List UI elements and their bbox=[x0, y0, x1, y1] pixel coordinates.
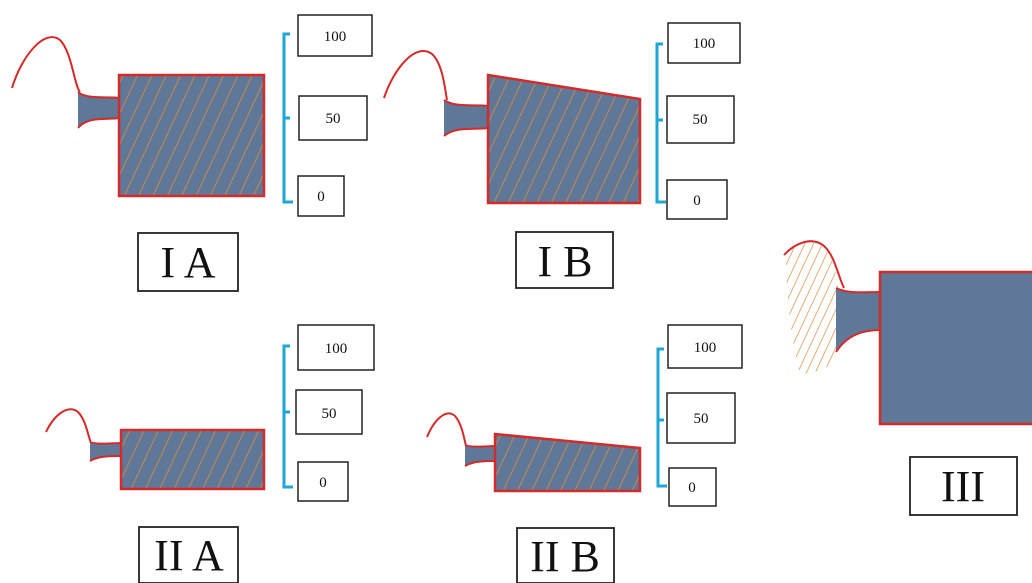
iia-scale: 100 50 0 bbox=[282, 324, 375, 502]
iii-block bbox=[878, 270, 1032, 426]
ia-neck-outline bbox=[77, 91, 121, 129]
iib-scale-box-100 bbox=[667, 324, 743, 369]
iib-scale-label-0: 0 bbox=[688, 480, 696, 496]
iib-wave bbox=[426, 412, 467, 447]
ib-scale-label-100: 100 bbox=[693, 36, 716, 52]
iia-scale-box-0 bbox=[297, 461, 349, 502]
ib-scale-box-0 bbox=[666, 179, 728, 220]
iib-scale: 100 50 0 bbox=[656, 324, 743, 507]
ia-label-box bbox=[137, 232, 239, 292]
iia-neck bbox=[90, 442, 122, 461]
ib-wave bbox=[383, 50, 448, 101]
ib-label-box bbox=[515, 231, 614, 289]
panel-ib: 100 50 0 I B bbox=[383, 22, 741, 289]
ia-scale-box-0 bbox=[297, 175, 345, 217]
iia-label: II A bbox=[154, 531, 224, 580]
ib-scale: 100 50 0 bbox=[655, 22, 741, 220]
iib-label-box bbox=[516, 527, 615, 583]
iib-neck-outline bbox=[464, 444, 497, 467]
iii-wave bbox=[783, 240, 845, 289]
ib-neck-outline bbox=[443, 99, 490, 137]
panel-iia: 100 50 0 II A bbox=[45, 324, 375, 583]
iia-scale-box-50 bbox=[295, 389, 363, 435]
iia-scale-box-100 bbox=[297, 324, 375, 371]
ib-scale-box-100 bbox=[667, 22, 741, 64]
iia-scale-label-50: 50 bbox=[322, 406, 337, 422]
panel-iii: III bbox=[783, 240, 1032, 516]
iii-label: III bbox=[941, 462, 985, 511]
ia-scale-label-50: 50 bbox=[326, 111, 341, 127]
iia-block bbox=[119, 428, 266, 491]
ib-block bbox=[486, 73, 642, 205]
ia-scale-label-100: 100 bbox=[324, 29, 347, 45]
ia-scale: 100 50 0 bbox=[282, 14, 373, 217]
iia-label-box bbox=[138, 526, 239, 583]
iia-neck-outline bbox=[89, 441, 123, 462]
iia-scale-label-100: 100 bbox=[325, 341, 348, 357]
iib-scale-label-100: 100 bbox=[694, 340, 717, 356]
iib-scale-label-50: 50 bbox=[694, 411, 709, 427]
ia-label: I A bbox=[161, 238, 216, 287]
ib-label: I B bbox=[538, 237, 593, 286]
iii-neck-outline bbox=[835, 287, 882, 353]
ia-wave bbox=[11, 36, 81, 93]
iib-label: II B bbox=[530, 532, 600, 581]
iib-scale-box-50 bbox=[666, 392, 736, 444]
ia-block bbox=[117, 73, 266, 198]
ia-scale-box-100 bbox=[297, 14, 373, 57]
iia-wave bbox=[45, 408, 92, 444]
ib-scale-label-0: 0 bbox=[693, 193, 701, 209]
ia-scale-label-0: 0 bbox=[317, 189, 325, 205]
panel-iib: 100 50 0 II B bbox=[426, 324, 743, 583]
iia-scale-label-0: 0 bbox=[319, 475, 327, 491]
ib-scale-label-50: 50 bbox=[693, 112, 708, 128]
ib-scale-box-50 bbox=[666, 95, 735, 144]
iib-block bbox=[493, 432, 642, 493]
ia-neck bbox=[78, 92, 120, 128]
ia-scale-box-50 bbox=[298, 95, 368, 141]
iii-hatched-region bbox=[786, 242, 839, 375]
panel-ia: 100 50 0 I A bbox=[11, 14, 373, 292]
iii-neck bbox=[836, 288, 881, 352]
ib-neck bbox=[444, 100, 489, 136]
iii-label-box bbox=[909, 456, 1018, 516]
iib-scale-box-0 bbox=[668, 467, 717, 507]
